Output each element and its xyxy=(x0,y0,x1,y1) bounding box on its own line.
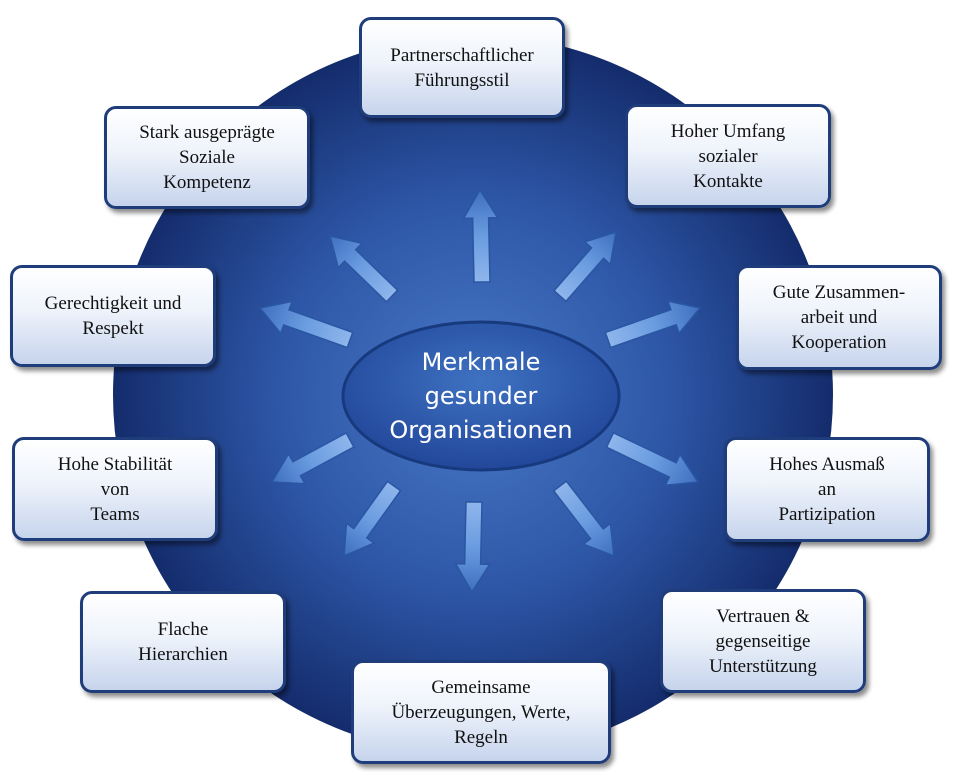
node-label: Stark ausgeprägte Soziale Kompetenz xyxy=(139,122,275,193)
node-label: Gerechtigkeit und Respekt xyxy=(44,293,182,339)
node-label: Partnerschaftlicher Führungsstil xyxy=(390,44,534,91)
arrow-soziale-kontakte xyxy=(552,230,617,303)
node-label: Gemeinsame Überzeugungen, Werte, Regeln xyxy=(391,676,571,748)
node-label: Vertrauen & gegenseitige Unterstützung xyxy=(709,605,817,677)
arrow-group xyxy=(258,188,702,594)
arrow-stabilitaet xyxy=(270,431,355,485)
node-kompetenz: Stark ausgeprägte Soziale Kompetenz xyxy=(104,106,310,209)
node-label: Hoher Umfang sozialer Kontakte xyxy=(670,120,786,192)
arrow-partizipation xyxy=(605,431,700,487)
arrow-zusammenarbeit xyxy=(604,300,702,349)
center-label: Merkmale gesunder Organisationen xyxy=(389,348,573,444)
node-vertrauen: Vertrauen & gegenseitige Unterstützung xyxy=(660,589,866,693)
node-zusammenarbeit: Gute Zusammen- arbeit und Kooperation xyxy=(736,265,942,370)
center-ellipse xyxy=(341,320,621,472)
node-label: Hohe Stabilität von Teams xyxy=(57,453,173,525)
arrow-fuehrungsstil xyxy=(462,188,499,283)
node-soziale-kontakte: Hoher Umfang sozialer Kontakte xyxy=(625,104,831,208)
node-label: Hohes Ausmaß an Partizipation xyxy=(769,454,885,525)
node-ueberzeugungen: Gemeinsame Überzeugungen, Werte, Regeln xyxy=(351,660,611,764)
arrow-gerechtigkeit xyxy=(258,300,354,349)
node-label: Flache Hierarchien xyxy=(138,619,228,665)
node-stabilitaet: Hohe Stabilität von Teams xyxy=(12,437,218,541)
arrow-ueberzeugungen xyxy=(454,501,491,594)
node-hierarchien: Flache Hierarchien xyxy=(80,591,286,693)
node-partizipation: Hohes Ausmaß an Partizipation xyxy=(724,437,930,542)
node-fuehrungsstil: Partnerschaftlicher Führungsstil xyxy=(359,17,565,118)
arrow-kompetenz xyxy=(328,234,399,303)
arrow-vertrauen xyxy=(552,480,615,558)
node-gerechtigkeit: Gerechtigkeit und Respekt xyxy=(10,265,216,367)
arrow-hierarchien xyxy=(343,480,402,558)
node-label: Gute Zusammen- arbeit und Kooperation xyxy=(772,282,906,353)
